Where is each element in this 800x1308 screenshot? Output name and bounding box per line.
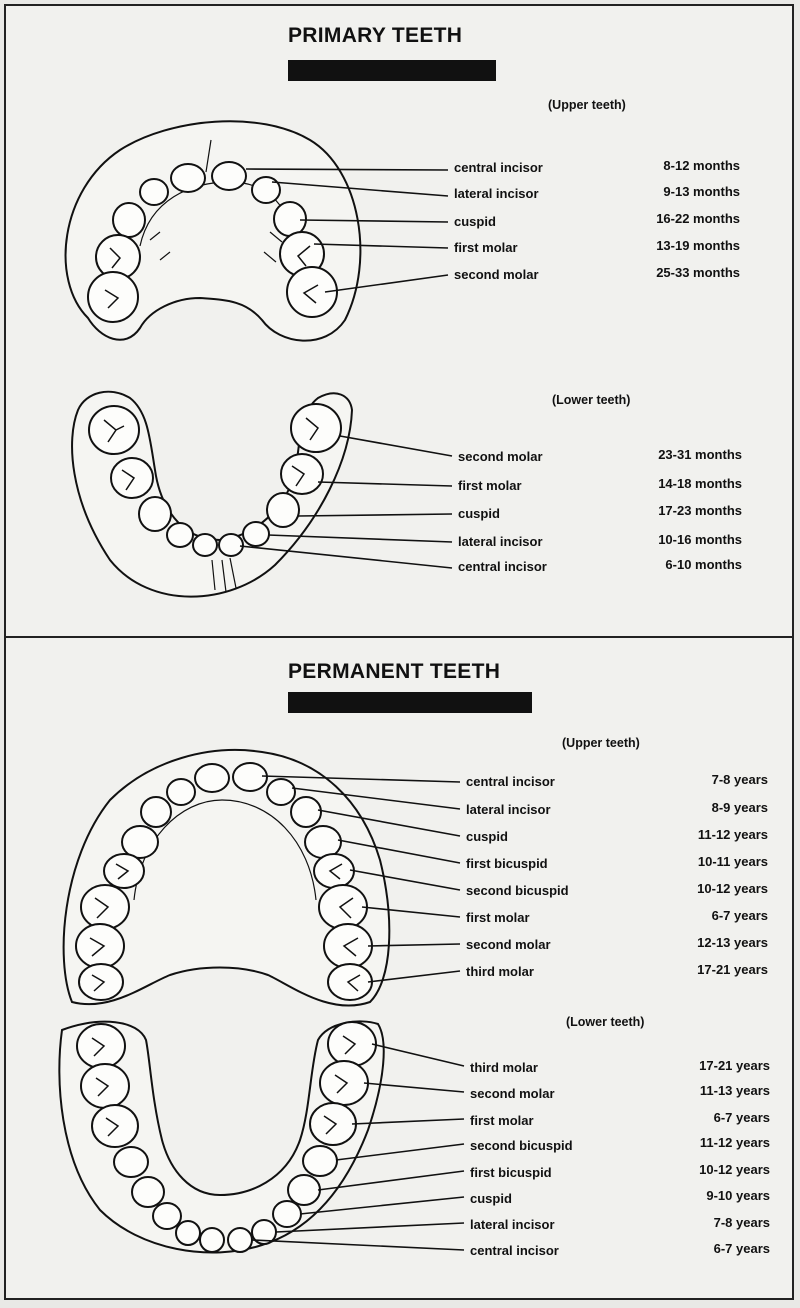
- permanent-upper-jaw: [64, 750, 390, 1006]
- permanent-lower-jaw: [59, 1021, 383, 1252]
- primary-lower-jaw: [72, 392, 352, 597]
- primary-upper-jaw: [66, 121, 361, 340]
